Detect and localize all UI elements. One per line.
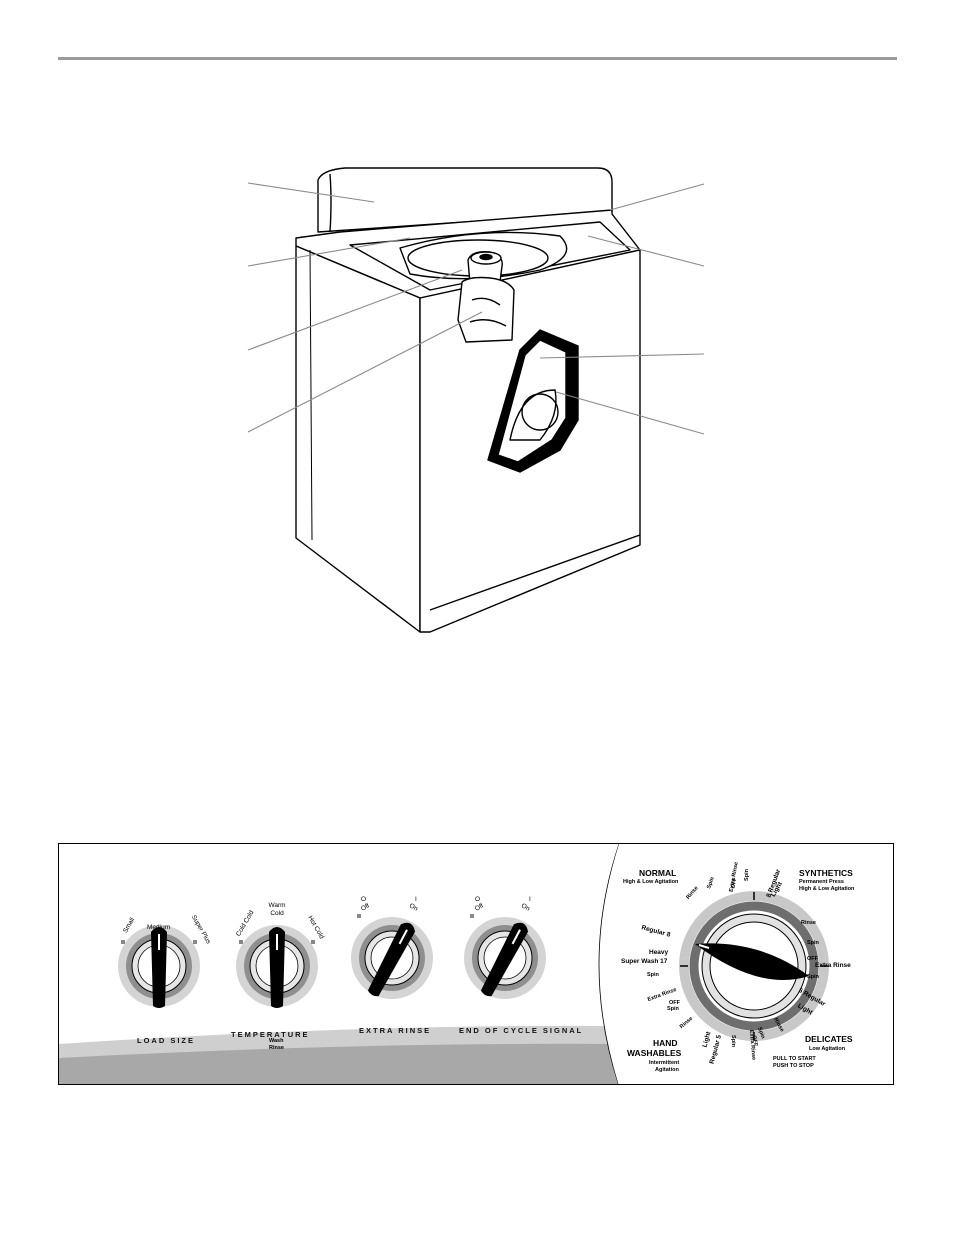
dial-spin-right: Spin [807, 940, 819, 946]
extra-rinse-title: EXTRA RINSE [359, 1026, 432, 1035]
synthetics-sub1: Permanent Press [799, 879, 844, 885]
control-panel-art [59, 844, 893, 1084]
load-size-title: LOAD SIZE [137, 1036, 196, 1045]
hand-washables-sub2: Agitation [655, 1067, 679, 1073]
temperature-title: TEMPERATURE [231, 1030, 310, 1039]
cycle-dial[interactable] [679, 891, 829, 1041]
synthetics-title: SYNTHETICS [799, 868, 853, 878]
control-panel: Small Medium Super Plus LOAD SIZE Cold C… [58, 843, 894, 1085]
dial-rinse-right: Rinse [801, 920, 816, 926]
dial-off-right: OFF [807, 956, 818, 962]
end-of-cycle-knob[interactable] [464, 914, 546, 999]
dial-pull-to-start: PULL TO START [773, 1056, 816, 1062]
extra-rinse-off-symbol: O [361, 896, 367, 903]
dial-heavy: Heavy [649, 949, 669, 956]
washer-illustration [247, 167, 705, 633]
load-size-knob[interactable] [118, 925, 200, 1008]
normal-sub: High & Low Agitation [623, 879, 679, 885]
temp-rinse-label: Rinse [269, 1045, 284, 1051]
synthetics-sub2: High & Low Agitation [799, 886, 855, 892]
extra-rinse-on-symbol: I [415, 896, 417, 903]
temperature-knob[interactable] [236, 925, 318, 1008]
delicates-title: DELICATES [805, 1034, 853, 1044]
normal-title: NORMAL [639, 868, 677, 878]
hand-washables-title1: HAND [653, 1038, 678, 1048]
header-rule [58, 57, 897, 60]
eoc-on-symbol: I [529, 896, 531, 903]
hand-washables-sub1: Intermittent [649, 1060, 680, 1066]
dial-push-to-stop: PUSH TO STOP [773, 1063, 814, 1069]
dial-spin-right-2: Spin [807, 974, 819, 980]
load-size-medium: Medium [147, 924, 171, 931]
dial-extra-rinse-right: Extra Rinse [815, 962, 851, 969]
temp-warm-cold: Warm Cold [268, 902, 286, 917]
dial-off-left: OFF [669, 1000, 680, 1006]
dial-spin-top-2: Spin [743, 869, 750, 881]
dial-spin-left-2: Spin [667, 1006, 679, 1012]
dial-super-wash: Super Wash 17 [621, 958, 668, 965]
eoc-off-symbol: O [475, 896, 481, 903]
hand-washables-title2: WASHABLES [627, 1048, 682, 1058]
dial-spin-left-1: Spin [647, 972, 659, 978]
delicates-sub: Low Agitation [809, 1046, 846, 1052]
end-of-cycle-title: END OF CYCLE SIGNAL [459, 1026, 584, 1035]
dial-spin-bottom-2: Spin [729, 1035, 736, 1047]
extra-rinse-knob[interactable] [351, 914, 433, 999]
temp-wash-label: Wash [269, 1038, 284, 1044]
